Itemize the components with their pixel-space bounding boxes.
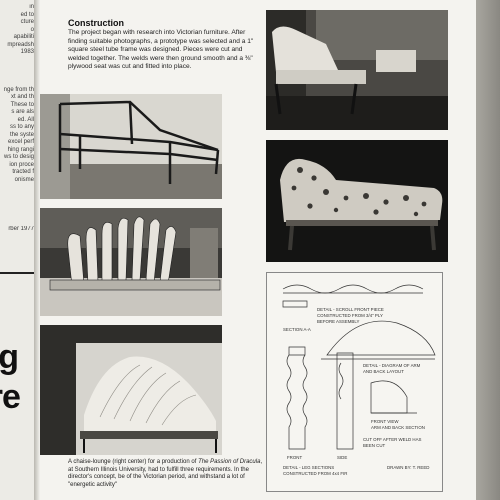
diagram-label-13: CUT OFF AFTER WELD HAS — [363, 437, 422, 442]
diagram-label-1: DETAIL - SCROLL FRONT PIECE — [317, 307, 384, 312]
left-page-headline-1: ing — [0, 338, 19, 376]
left-page-rule — [0, 272, 34, 274]
body-paragraph: The project began with research into Vic… — [68, 29, 254, 71]
diagram-label-14: BEEN CUT — [363, 443, 386, 448]
diagram-label-8: ARM AND BACK SECTION — [371, 425, 425, 430]
left-page-headline-2: ure — [0, 378, 21, 416]
left-page-date: rber 1977 — [8, 226, 34, 232]
photo-foam-padding — [40, 325, 222, 455]
diagram-label-15: DRAWN BY: T. REED — [387, 465, 429, 470]
diagram-label-11: DETAIL - LEG SECTIONS — [283, 465, 334, 470]
diagram-label-10: SIDE — [337, 455, 347, 460]
book-spine — [34, 0, 40, 500]
diagram-label-3: BEFORE ASSEMBLY — [317, 319, 359, 324]
diagram-label-12: CONSTRUCTED FROM 4x4 FIR — [283, 471, 347, 476]
diagram-label-5: DETAIL - DIAGRAM OF ARM — [363, 363, 421, 368]
left-page-edge: in ed to cture o apabiliti mpreadsh 1983… — [0, 0, 34, 500]
diagram-label-6: AND BACK LAYOUT — [363, 369, 404, 374]
photo-caption: A chaise-lounge (right center) for a pro… — [68, 459, 263, 488]
diagram-label-9: FRONT — [287, 455, 302, 460]
technical-drawing: DETAIL - SCROLL FRONT PIECE CONSTRUCTED … — [266, 272, 443, 492]
section-heading: Construction — [68, 18, 124, 28]
background-surface — [476, 0, 500, 500]
right-page: Construction The project began with rese… — [40, 0, 476, 500]
photo-finished-chaise — [266, 140, 448, 262]
photo-workshop — [266, 10, 448, 130]
diagram-label-4: SECTION A-A — [283, 327, 311, 332]
left-page-text: in ed to cture o apabiliti mpreadsh 1983… — [3, 4, 34, 183]
photo-steel-frame — [40, 94, 222, 199]
photo-plywood-ribs — [40, 208, 222, 316]
diagram-label-7: FRONT VIEW — [371, 419, 399, 424]
diagram-label-2: CONSTRUCTED FROM 3/4" PLY — [317, 313, 383, 318]
